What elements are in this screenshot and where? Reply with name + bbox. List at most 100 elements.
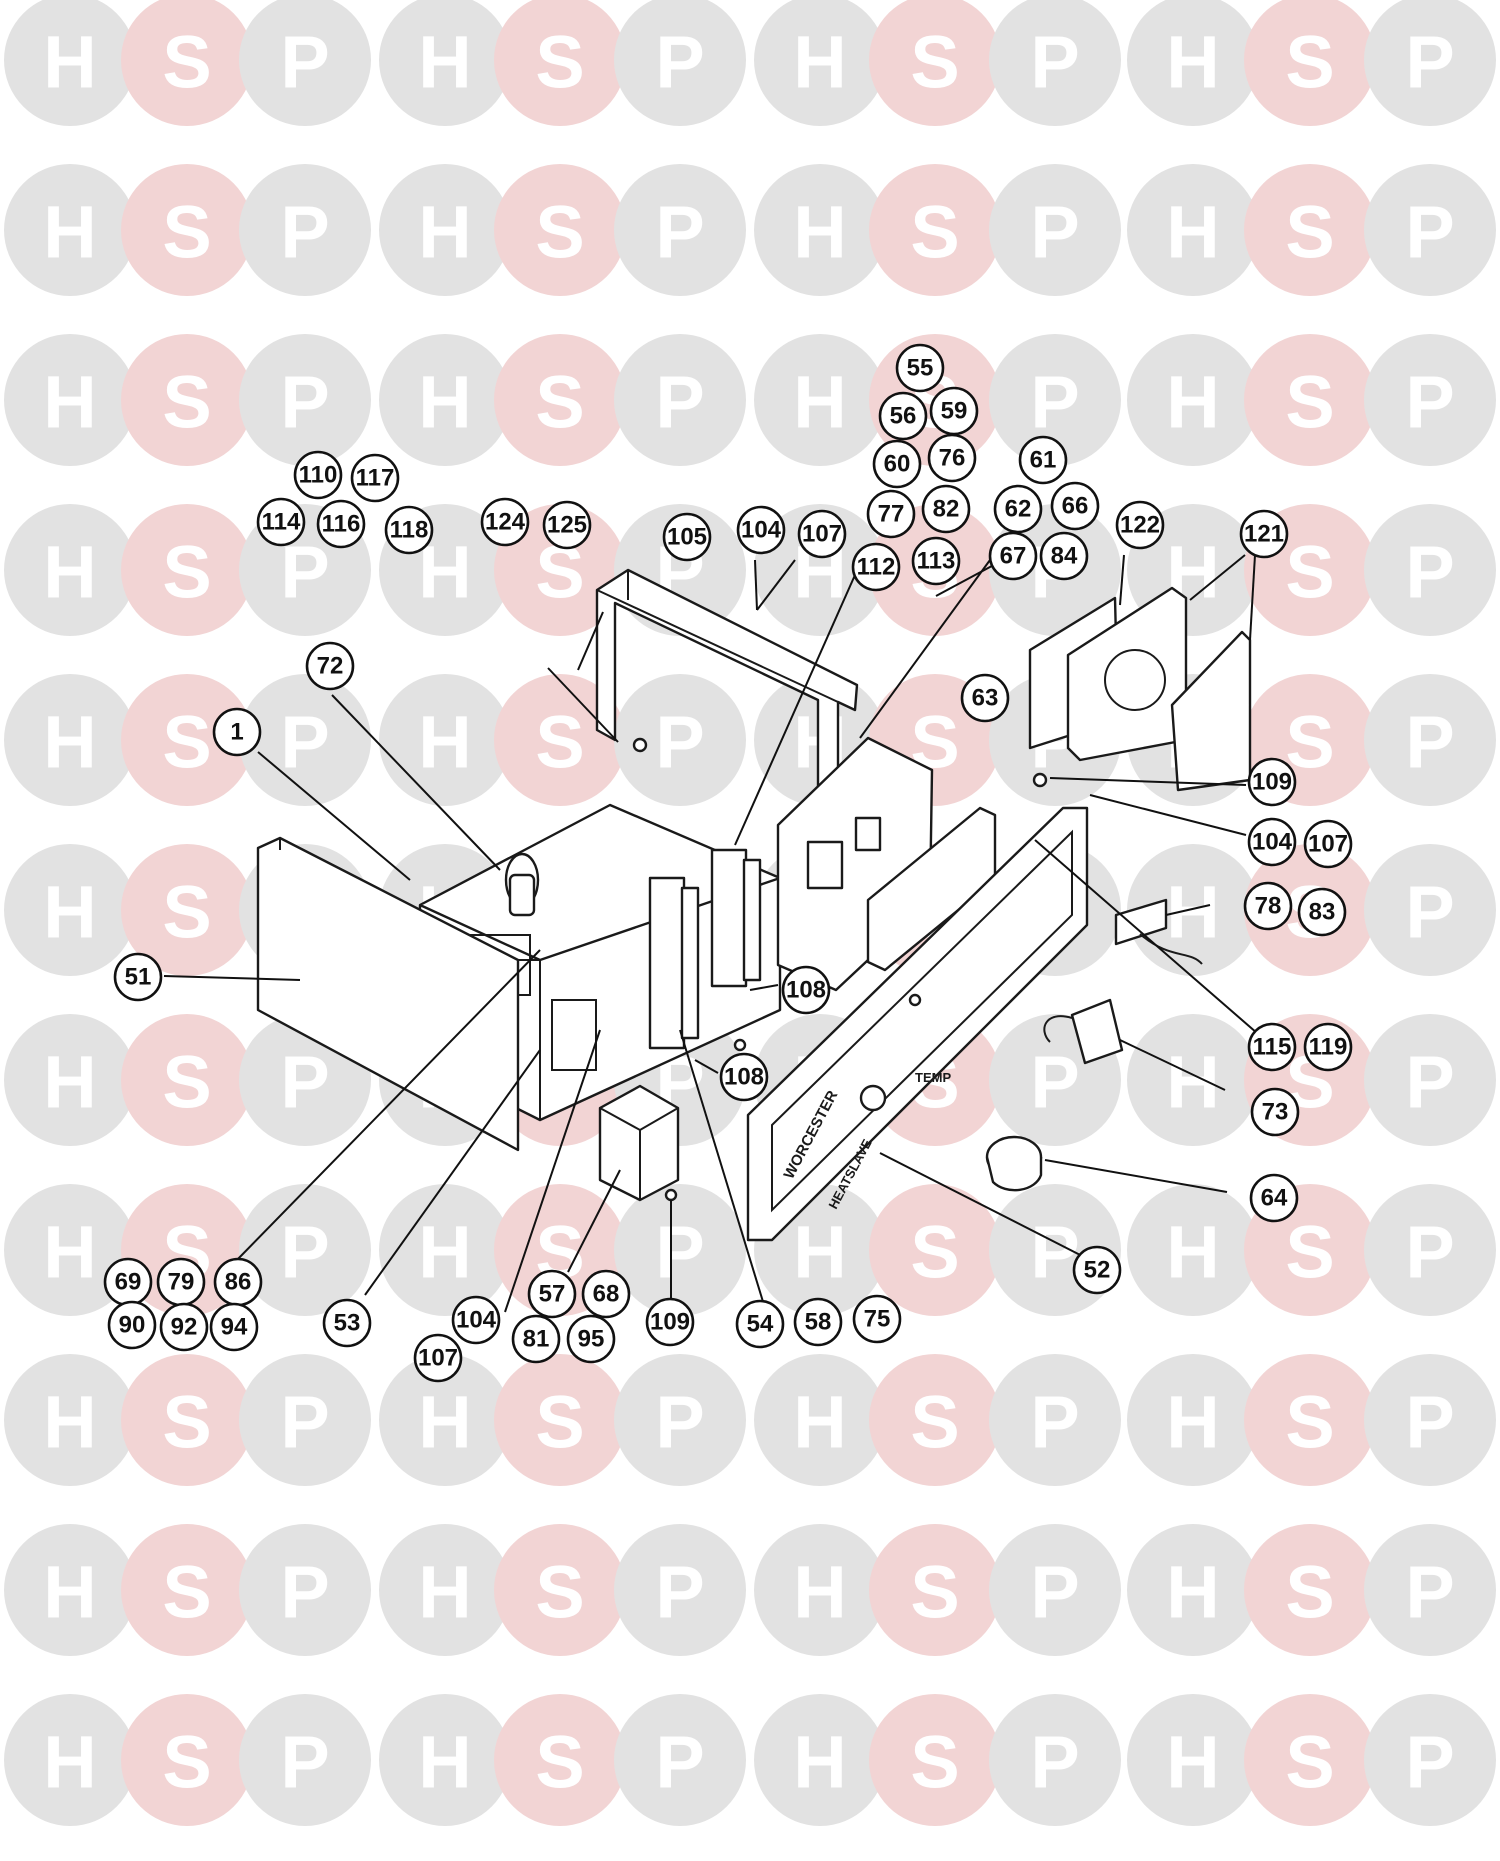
watermark-tile: H — [1127, 164, 1259, 296]
watermark-letter: P — [280, 21, 329, 104]
watermark-letter: H — [793, 361, 846, 444]
watermark-letter: S — [162, 701, 211, 784]
watermark-tile: P — [1364, 1524, 1496, 1656]
watermark-letter: P — [1405, 1041, 1454, 1124]
callout: 115 — [1247, 1022, 1297, 1072]
callout: 104 — [1247, 817, 1297, 867]
callout: 109 — [645, 1297, 695, 1347]
watermark-tile: H — [754, 0, 886, 126]
watermark-tile: S — [869, 164, 1001, 296]
watermark-tile: P — [614, 1694, 746, 1826]
watermark-letter: P — [280, 701, 329, 784]
watermark-letter: H — [418, 21, 471, 104]
callout: 104 — [451, 1295, 501, 1345]
watermark-letter: S — [1285, 531, 1334, 614]
watermark-letter: P — [280, 361, 329, 444]
watermark-letter: H — [43, 361, 96, 444]
overheat-stat-72 — [504, 852, 540, 917]
callout-label: 118 — [390, 517, 429, 544]
watermark-letter: H — [43, 21, 96, 104]
callout: 81 — [511, 1314, 561, 1364]
callout-label: 121 — [1244, 521, 1284, 548]
watermark-tile: P — [239, 334, 371, 466]
watermark-tile: S — [121, 1694, 253, 1826]
watermark-letter: H — [1166, 1721, 1219, 1804]
callout: 61 — [1018, 435, 1068, 485]
callout-label: 59 — [941, 398, 968, 425]
watermark-letter: P — [655, 1721, 704, 1804]
transformer — [598, 1084, 680, 1202]
watermark-letter: P — [655, 701, 704, 784]
callout-label: 92 — [171, 1314, 198, 1341]
watermark-tile: P — [614, 334, 746, 466]
watermark-tile: H — [754, 1524, 886, 1656]
watermark-tile: S — [1244, 0, 1376, 126]
callout: 68 — [581, 1269, 631, 1319]
watermark-tile: H — [1127, 1524, 1259, 1656]
callout: 76 — [927, 433, 977, 483]
watermark-letter: H — [43, 1551, 96, 1634]
watermark-tile: S — [121, 1354, 253, 1486]
callout: 114 — [256, 497, 306, 547]
watermark-letter: S — [535, 701, 584, 784]
watermark-letter: H — [43, 1041, 96, 1124]
watermark-letter: H — [1166, 1211, 1219, 1294]
watermark-tile: H — [1127, 1694, 1259, 1826]
callout: 75 — [852, 1294, 902, 1344]
watermark-letter: H — [1166, 21, 1219, 104]
pcb-67 — [776, 736, 934, 992]
watermark-tile: S — [121, 844, 253, 976]
watermark-tile: H — [1127, 1354, 1259, 1486]
watermark-letter: S — [162, 871, 211, 954]
callout-label: 79 — [168, 1269, 195, 1296]
watermark-letter: S — [910, 1211, 959, 1294]
callout: 113 — [911, 536, 961, 586]
watermark-tile: H — [4, 0, 136, 126]
watermark-tile: S — [121, 1524, 253, 1656]
callout: 51 — [113, 952, 163, 1002]
watermark-tile: P — [989, 164, 1121, 296]
watermark-letter: P — [280, 1551, 329, 1634]
watermark-tile: H — [4, 1694, 136, 1826]
watermark-tile: S — [869, 1694, 1001, 1826]
watermark-tile: H — [1127, 0, 1259, 126]
callout-label: 105 — [667, 524, 707, 551]
watermark-letter: P — [1030, 1721, 1079, 1804]
callout-label: 64 — [1261, 1185, 1288, 1212]
watermark-tile: S — [121, 0, 253, 126]
callout: 109 — [1247, 757, 1297, 807]
watermark-tile: P — [614, 1184, 746, 1316]
callout: 107 — [797, 509, 847, 559]
watermark-letter: S — [910, 1721, 959, 1804]
watermark-letter: S — [1285, 1721, 1334, 1804]
watermark-letter: H — [43, 701, 96, 784]
callout: 82 — [921, 484, 971, 534]
watermark-tile: H — [1127, 334, 1259, 466]
watermark-letter: S — [1285, 1381, 1334, 1464]
watermark-letter: P — [655, 1551, 704, 1634]
watermark-letter: P — [280, 191, 329, 274]
watermark-tile: P — [1364, 844, 1496, 976]
watermark-tile: P — [239, 1354, 371, 1486]
watermark-letter: H — [43, 531, 96, 614]
watermark-letter: S — [1285, 361, 1334, 444]
callout-label: 115 — [1253, 1034, 1292, 1061]
watermark-letter: H — [418, 1381, 471, 1464]
watermark-letter: H — [793, 21, 846, 104]
watermark-letter: S — [535, 1551, 584, 1634]
callout-label: 107 — [1308, 831, 1348, 858]
callout-label: 124 — [485, 509, 526, 536]
watermark-letter: S — [1285, 21, 1334, 104]
watermark-tile: P — [1364, 1354, 1496, 1486]
callout-label: 104 — [456, 1307, 497, 1334]
callout-label: 112 — [857, 554, 896, 581]
callout: 79 — [156, 1257, 206, 1307]
watermark-tile: H — [754, 1694, 886, 1826]
callout-label: 62 — [1005, 496, 1032, 523]
watermark-letter: P — [1405, 191, 1454, 274]
callout: 110 — [293, 450, 343, 500]
callout-label: 73 — [1262, 1099, 1289, 1126]
callout-label: 90 — [119, 1312, 146, 1339]
watermark-letter: H — [43, 191, 96, 274]
callout-label: 55 — [907, 355, 934, 382]
